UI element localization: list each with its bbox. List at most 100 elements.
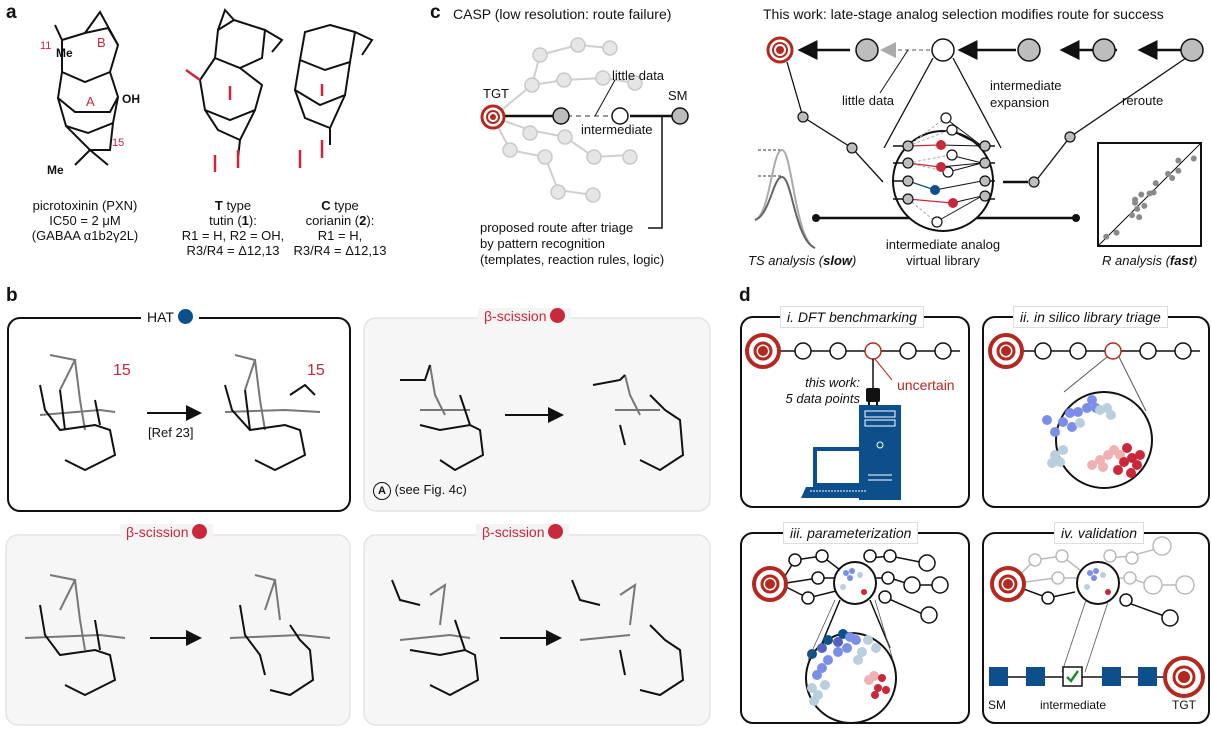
label-bold: slow [823,253,853,268]
caption-line: (templates, reaction rules, logic) [480,252,665,267]
note-line: 5 data points [785,391,860,406]
panel-letter-d: d [739,285,751,306]
scission-title-1: β-scission [478,308,572,324]
hat-dot-icon [177,309,193,324]
ts-analysis-label: TS analysis (slow) [748,253,856,268]
ts-analysis-plot [754,148,816,249]
r-analysis-plot [1097,142,1202,247]
intermediate-label-d: intermediate [1040,698,1107,712]
intermediate-label: intermediate [581,122,653,137]
compound-badge: A [373,482,391,500]
scission-box-2 [5,534,351,726]
tgt-label-d: TGT [1172,698,1196,712]
scatter-point [1152,180,1159,187]
scatter-point [1128,212,1135,219]
little-data-label: little data [612,68,665,83]
substituents: R3/R4 = Δ12,13 [186,243,280,258]
scatter-point [1190,155,1197,162]
structure-corianin [293,23,374,145]
label-bold: fast [1169,253,1194,268]
scission-title-3: β-scission [476,524,570,540]
casp-caption: proposed route after triage by pattern r… [480,220,664,268]
caption-line: proposed route after triage [480,220,634,235]
box-title: HAT [147,309,174,325]
atom-number: 11 [40,40,52,52]
validation-title: iv. validation [1054,522,1145,544]
atom-number: 15 [113,362,131,379]
label-part: R analysis ( [1102,253,1170,268]
note-text: (see Fig. 4c) [394,482,467,497]
r-analysis-label: R analysis (fast) [1102,253,1197,268]
scission-box-3 [363,534,711,726]
atom-number: 15 [112,137,125,149]
see-fig-note: A (see Fig. 4c) [373,482,467,500]
structure-picrotoxinin [54,10,120,166]
scatter-point [1141,202,1148,209]
type-letter: C [321,198,331,213]
sm-label-d: SM [988,698,1006,712]
atom-label-me: Me [56,46,73,60]
box-title: β-scission [126,524,189,540]
little-data-label-2: little data [842,93,895,108]
panel-letter-c: c [430,2,441,23]
panel-letter-a: a [6,2,17,23]
pxn-name: picrotoxinin (PXN) [32,198,138,213]
hat-title: HAT [141,309,199,325]
substituents: R3/R4 = Δ12,13 [293,243,387,258]
sm-label: SM [668,88,688,103]
triage-route [988,333,1200,489]
type-suffix: type [334,198,359,213]
box-title: β-scission [482,524,545,540]
scission-dot-icon [192,524,208,539]
triage-title: ii. in silico library triage [1013,306,1168,328]
scatter-point [1165,170,1172,177]
substituents: R1 = H, R2 = OH, [181,228,285,243]
scatter-point [1150,189,1157,196]
uncertain-label: uncertain [897,377,955,393]
scission-dot-icon [550,308,566,323]
tgt-label: TGT [483,86,509,101]
parameterization-title: iii. parameterization [783,522,919,544]
dft-title: i. DFT benchmarking [780,306,924,328]
library-label: intermediate analog virtual library [883,237,1003,269]
scission-dot-icon [548,524,564,539]
compound-name: corianin [305,213,352,228]
validation-network [989,536,1205,698]
label-part: TS analysis ( [748,253,824,268]
panel-letter-b: b [6,285,18,306]
compound-number: 2 [359,213,367,228]
virtual-library-circle [892,112,995,232]
corianin-caption: C type corianin (2): R1 = H, R3/R4 = Δ12… [290,198,390,258]
checkmark-icon [1066,670,1080,683]
ring-label: B [97,35,106,50]
cage-molecules [24,354,685,697]
hat-box [7,317,351,512]
substituents: R1 = H, [317,228,363,243]
scatter-point [1136,214,1143,221]
compound-number: 1 [241,213,249,228]
structure-tutin-red [185,68,240,172]
scatter-point [1138,191,1145,198]
ref-label: [Ref 23] [148,425,194,440]
label-line: intermediate [990,78,1062,93]
scatter-point [1103,233,1110,240]
pxn-caption: picrotoxinin (PXN) IC50 = 2 μM (GABAA α1… [20,198,150,243]
type-letter: T [214,198,223,213]
scatter-point [1175,167,1182,174]
ring-label: A [86,94,95,109]
compound-name: tutin [209,213,234,228]
pxn-target: (GABAA α1b2γ2L) [31,228,139,243]
type-suffix: type [226,198,252,213]
plug-icon [866,388,880,402]
dft-route [745,333,960,500]
tutin-caption: T type tutin (1): R1 = H, R2 = OH, R3/R4… [178,198,288,258]
scatter-point [1175,157,1182,164]
atom-label-me: Me [47,163,64,177]
scatter-point [1113,229,1120,236]
route-step-squares [989,667,1157,686]
atom-label-oh: OH [122,92,140,106]
reaction-arrows [147,405,564,646]
scatter-point [1134,205,1141,212]
scatter-point [1169,175,1176,182]
